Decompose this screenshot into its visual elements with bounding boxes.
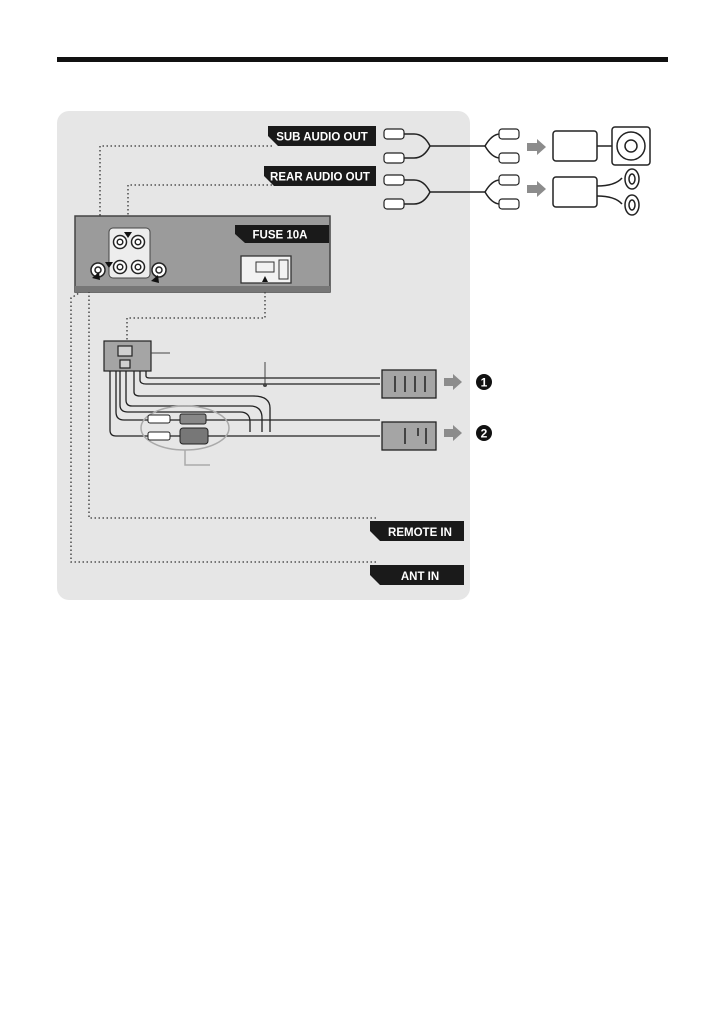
header-rule (57, 57, 668, 62)
svg-text:FUSE 10A: FUSE 10A (253, 230, 308, 242)
label-rear-audio-out: REAR AUDIO OUT (264, 166, 376, 186)
svg-text:1: 1 (481, 376, 488, 390)
label-ant-in: ANT IN (370, 565, 464, 585)
svg-text:REAR AUDIO OUT: REAR AUDIO OUT (270, 172, 370, 184)
label-remote-in: REMOTE IN (370, 521, 464, 541)
svg-text:REMOTE IN: REMOTE IN (388, 527, 452, 539)
marker-two: 2 (476, 425, 492, 441)
gray-arrow-icon (527, 139, 546, 197)
amplifier-icon (553, 131, 597, 207)
svg-text:2: 2 (481, 427, 488, 441)
subwoofer-icon (597, 127, 650, 165)
svg-text:SUB AUDIO OUT: SUB AUDIO OUT (276, 132, 368, 144)
label-fuse: FUSE 10A (235, 225, 329, 243)
harness-connector (104, 341, 151, 371)
svg-text:ANT IN: ANT IN (401, 571, 439, 583)
speaker-icon (597, 169, 639, 215)
label-sub-audio-out: SUB AUDIO OUT (268, 126, 376, 146)
marker-one: 1 (476, 374, 492, 390)
